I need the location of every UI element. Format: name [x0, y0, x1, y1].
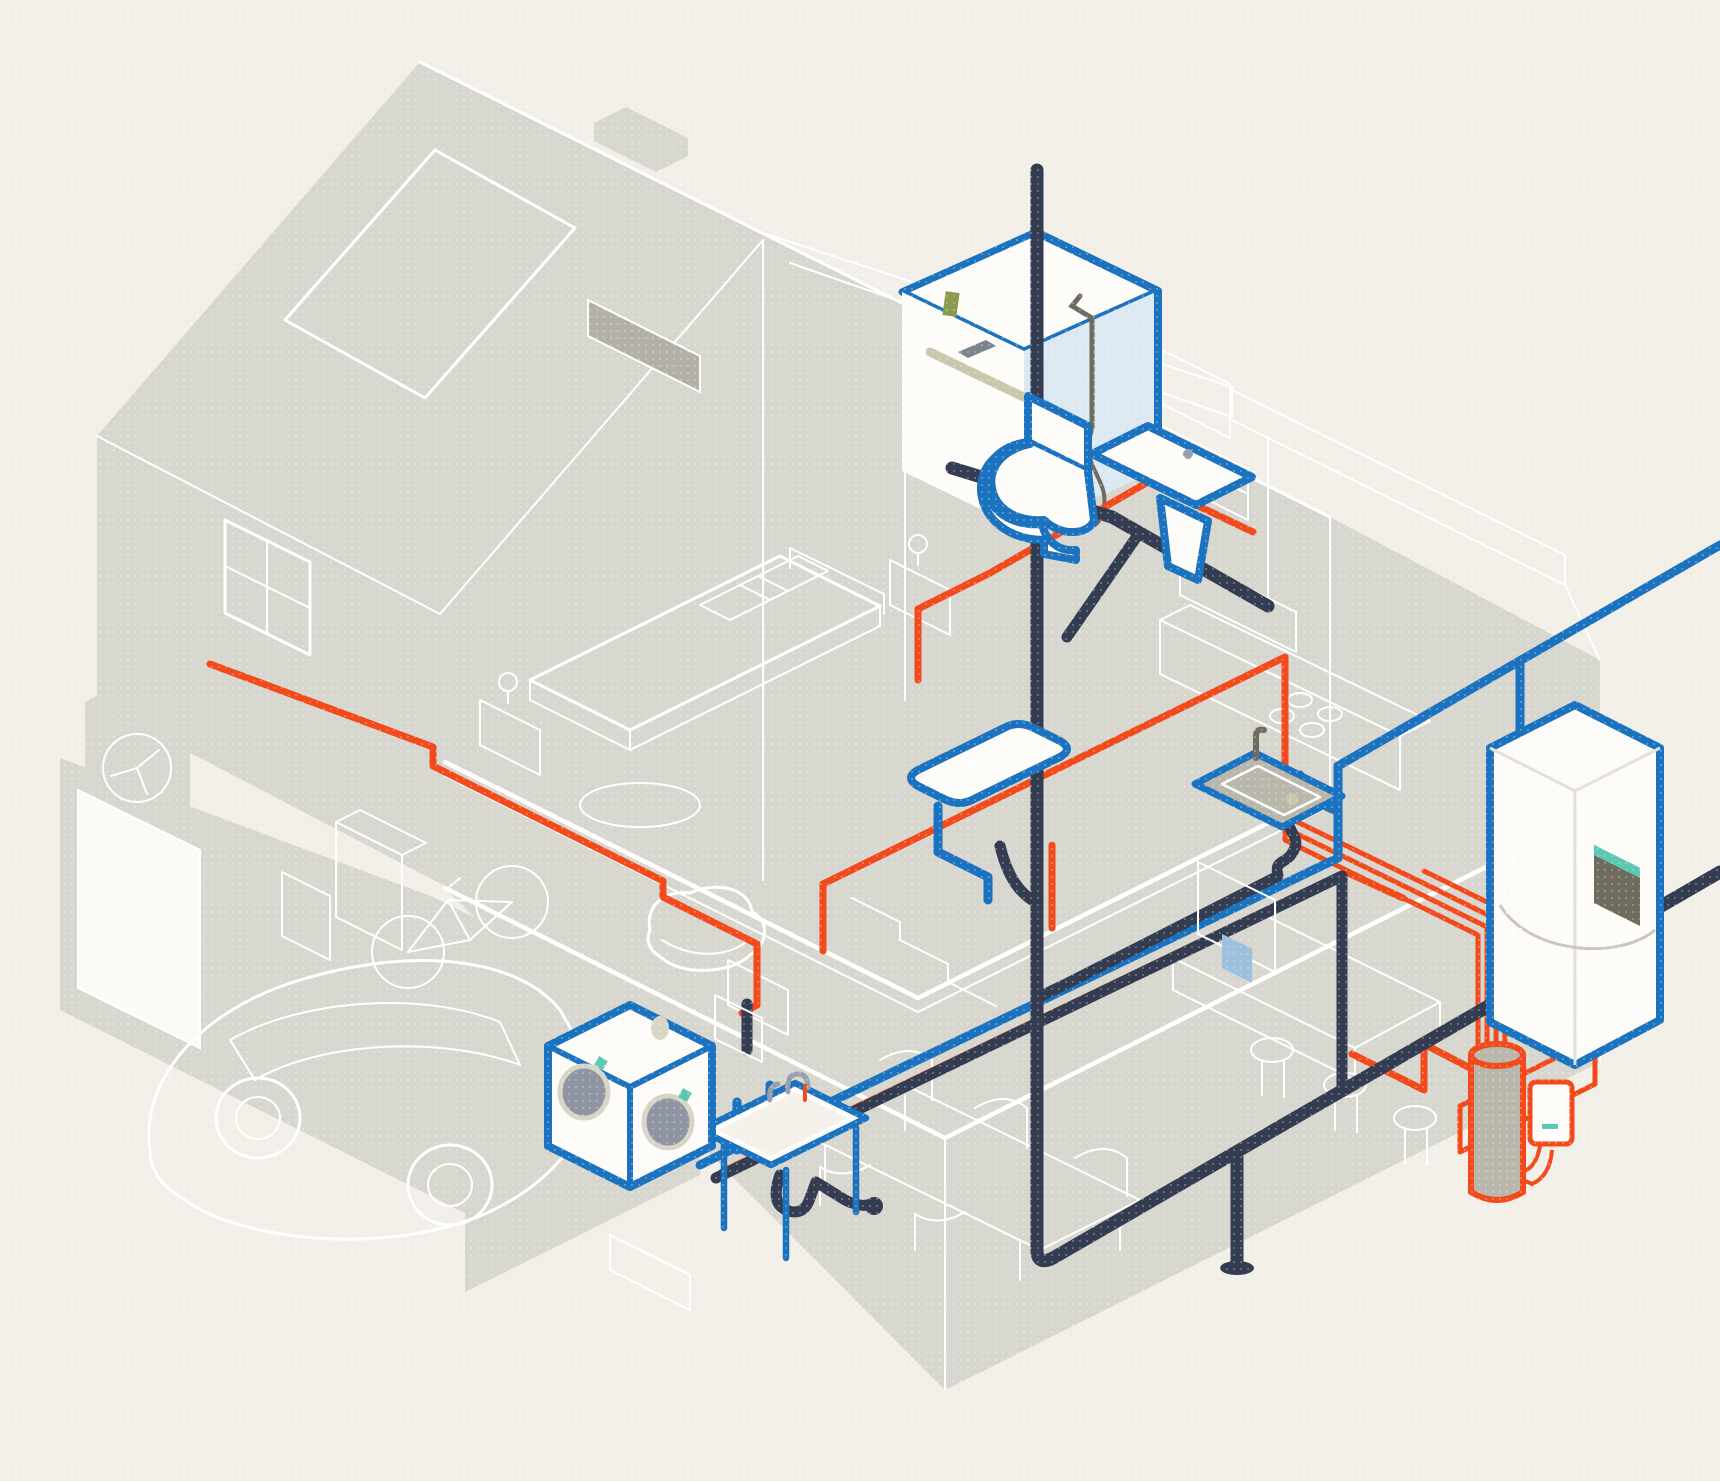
heat-pump-water-heater — [1486, 701, 1664, 1069]
controller-indicator-icon — [1542, 1124, 1558, 1129]
storage-tank — [1468, 1041, 1526, 1203]
washer-dryer — [544, 1001, 716, 1191]
